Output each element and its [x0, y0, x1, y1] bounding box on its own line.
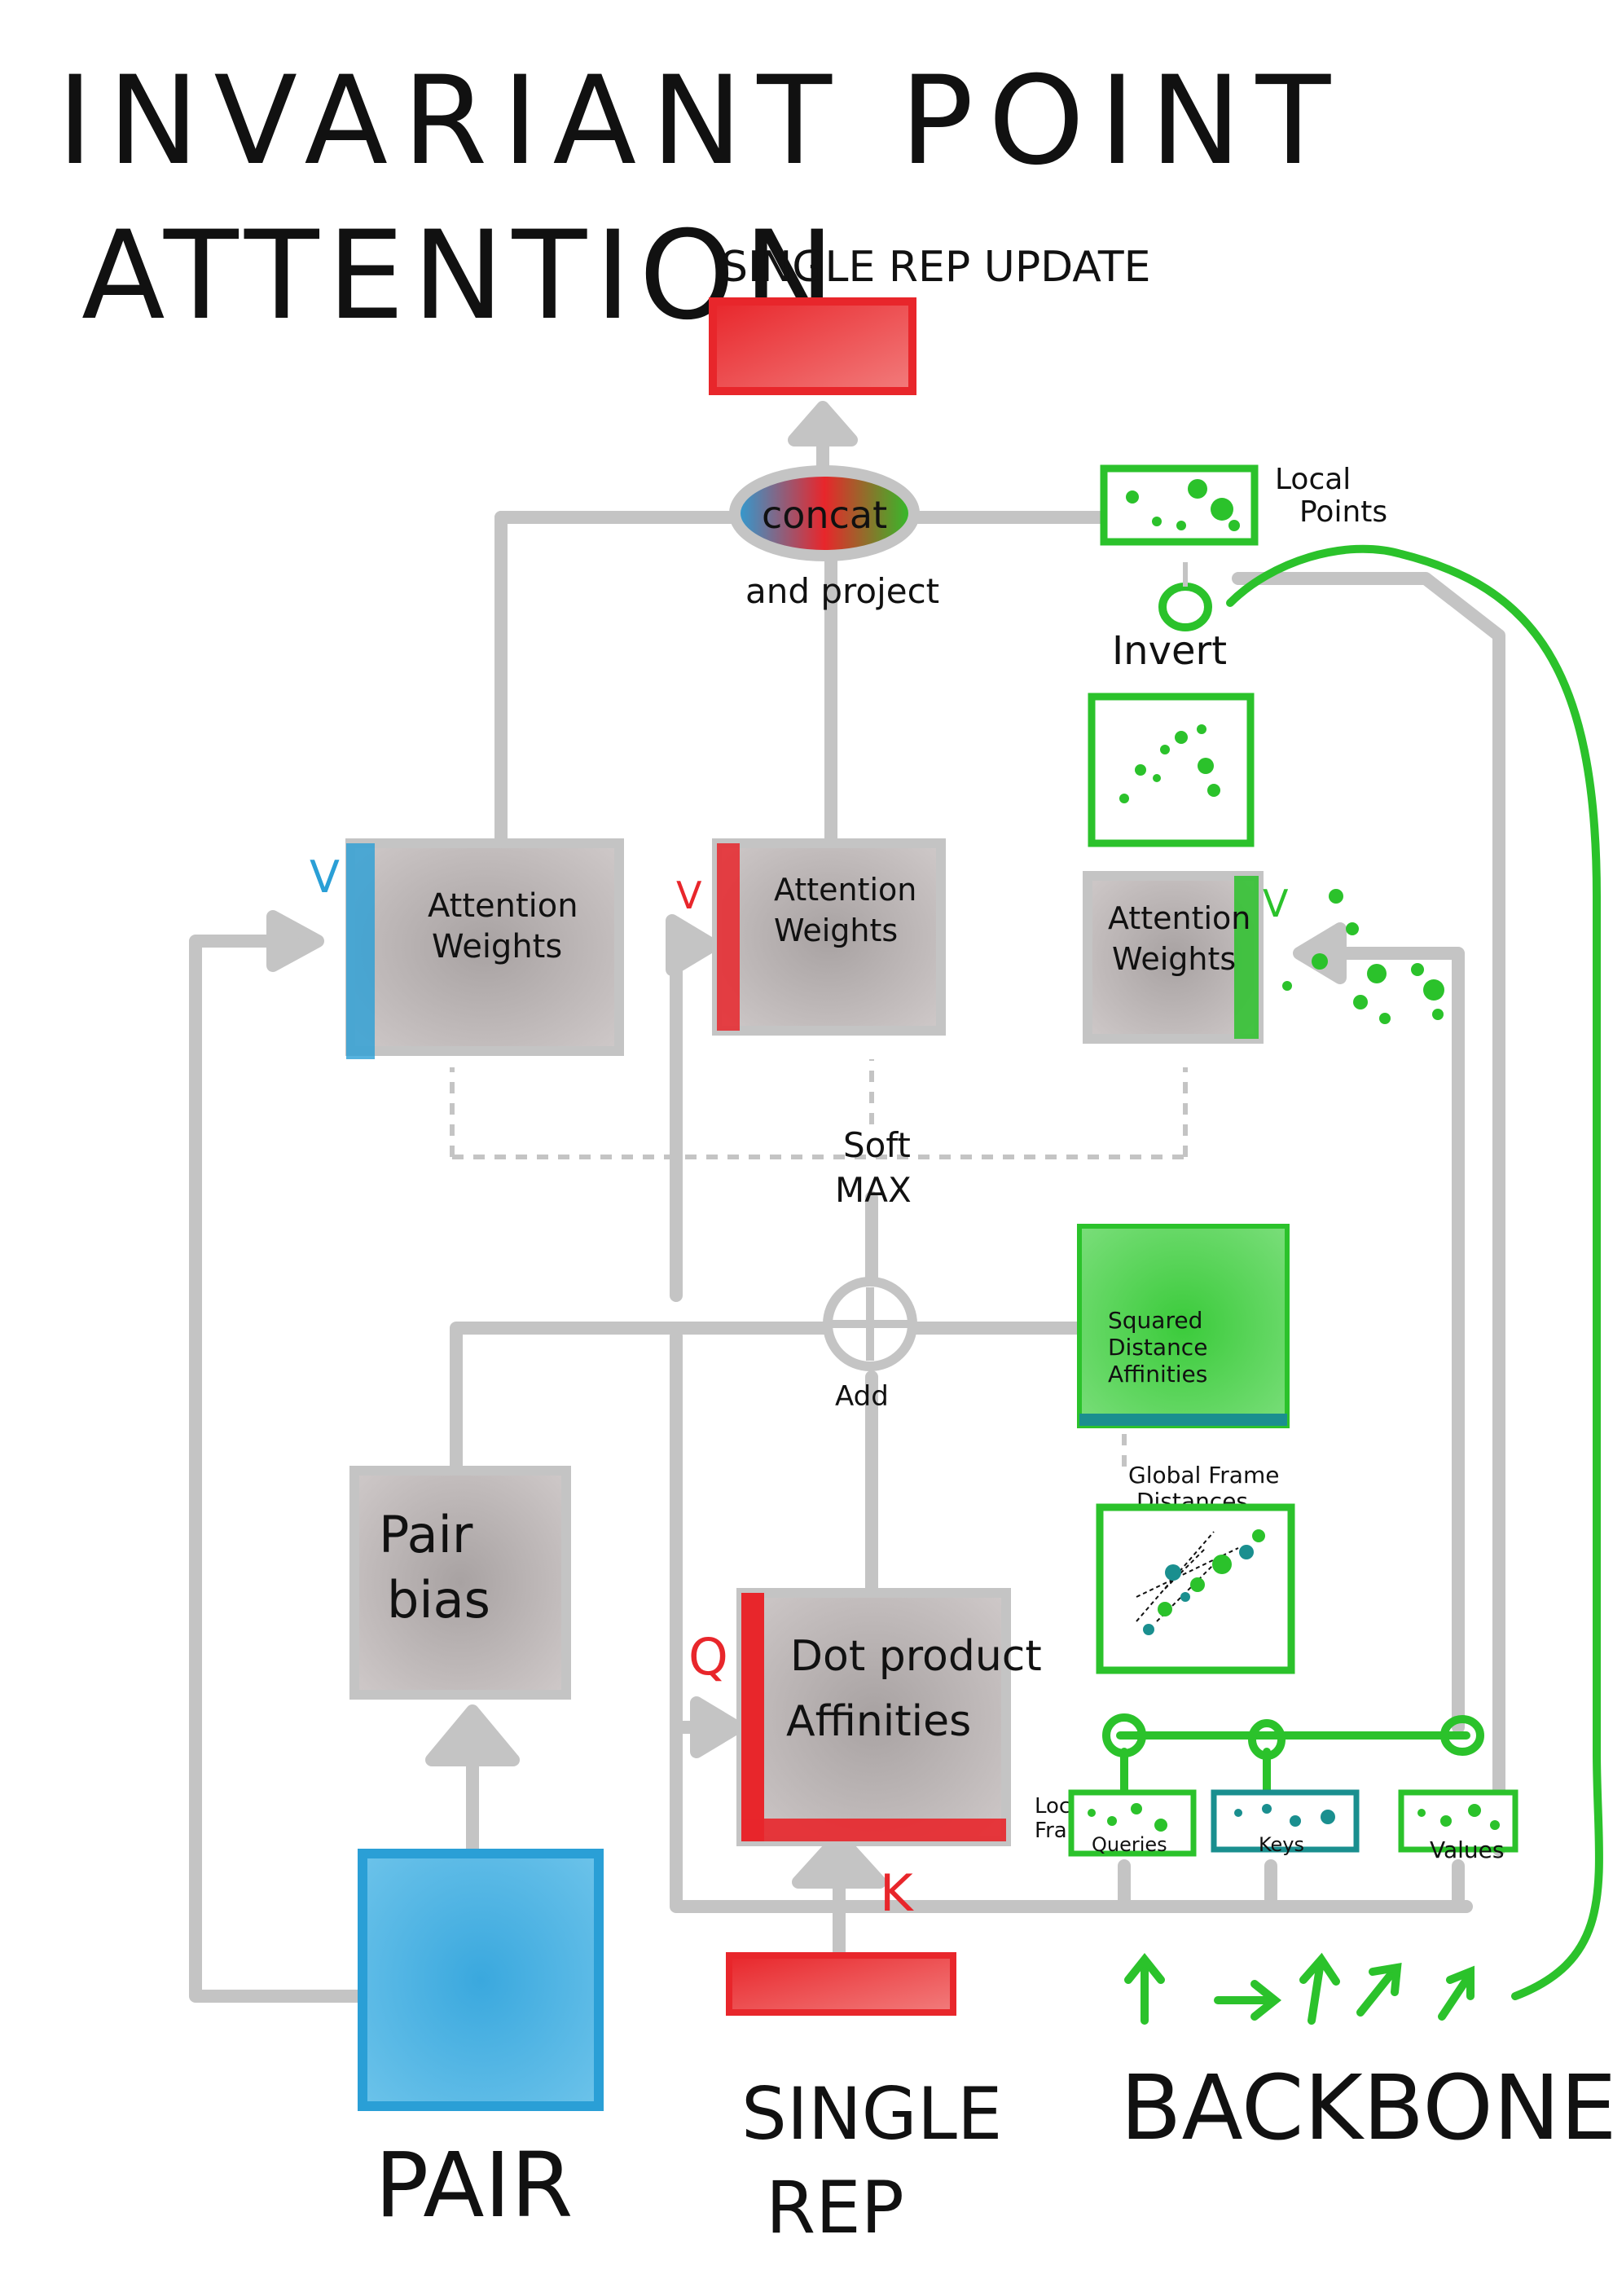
concat-label: concat	[762, 493, 887, 537]
attention-weights-pair-box	[345, 838, 624, 1056]
dot-product-node: Q K Dot product Affinities	[688, 1588, 1042, 1923]
squared-distance-node: Squared Distance Affinities	[1077, 1224, 1290, 1428]
attention-points-label-1: Attention	[1108, 900, 1250, 936]
pair-to-attn-left-arrow	[266, 910, 324, 972]
concat-project-node: concat and project	[729, 465, 939, 611]
pair-bias-node: Pair bias	[349, 1466, 571, 1700]
single-to-attn-mid-arrow	[666, 914, 719, 976]
v-green-label: V	[1263, 882, 1289, 926]
attention-weights-pair-v-bar	[346, 843, 375, 1059]
k-label: K	[880, 1863, 914, 1923]
project-label: and project	[745, 571, 939, 611]
add-node: Add	[823, 1277, 917, 1413]
v-blue-label: V	[310, 851, 340, 903]
pair-to-bias-arrow	[425, 1704, 520, 1766]
global-points-box	[1088, 693, 1255, 847]
pair-bias-label-2: bias	[387, 1570, 490, 1630]
values-to-attn-right-line	[1330, 947, 1465, 1734]
single-rep-input-node: SINGLE REP	[726, 1952, 1002, 2250]
diagram-title: INVARIANT POINT ATTENTION	[57, 51, 1345, 347]
add-plus	[833, 1287, 908, 1361]
invert-label: Invert	[1112, 628, 1227, 674]
qkv-group: Local Frame Queries Keys Values	[1035, 1789, 1519, 1863]
gray-connectors	[189, 401, 1505, 2003]
single-rep-input-box	[726, 1952, 956, 2016]
local-points-label-2: Points	[1299, 495, 1387, 529]
concat-to-update-arrow	[788, 401, 858, 446]
softmax-node: Soft MAX	[835, 1125, 912, 1210]
pair-input-node: PAIR	[358, 1849, 604, 2237]
backbone-frames	[1124, 1952, 1475, 2025]
dot-product-label-2: Affinities	[786, 1697, 971, 1746]
backbone-label: BACKBONE	[1120, 2056, 1613, 2160]
attention-weights-single-box	[712, 838, 946, 1036]
local-points-node: Local Points	[1100, 463, 1387, 546]
single-rep-to-dot-arrow	[792, 1831, 886, 1889]
single-rep-label-1: SINGLE	[741, 2072, 1002, 2156]
attention-weights-points-v-bar	[1234, 876, 1259, 1039]
concat-ellipse	[729, 465, 920, 561]
pair-input-box	[358, 1849, 604, 2111]
bottom-bus-line	[670, 1330, 1473, 1913]
softmax-label-2: MAX	[835, 1170, 912, 1210]
squared-distance-bottom-bar	[1079, 1414, 1287, 1426]
add-label: Add	[835, 1380, 889, 1413]
dot-product-q-bar	[741, 1593, 764, 1841]
invert-junction	[1158, 583, 1212, 631]
softmax-label-1: Soft	[843, 1125, 911, 1165]
backbone-to-local-points-curve	[1226, 544, 1603, 2000]
single-rep-label-2: REP	[766, 2166, 904, 2250]
attention-single-label-2: Weights	[774, 913, 898, 948]
values-label: Values	[1430, 1836, 1504, 1863]
q-arrow-head	[690, 1696, 744, 1758]
right-outer-line	[1232, 572, 1505, 1856]
single-rep-update-box	[709, 297, 916, 395]
attention-weights-points-node: V Attention Weights	[1083, 871, 1444, 1044]
attention-weights-points-box	[1083, 871, 1264, 1044]
global-points-node	[1088, 693, 1255, 847]
pair-label: PAIR	[375, 2133, 573, 2237]
dot-product-label-1: Dot product	[790, 1632, 1042, 1681]
global-frame-label-1: Global Frame	[1128, 1462, 1279, 1489]
q-label: Q	[688, 1627, 728, 1687]
attention-pair-label-1: Attention	[428, 887, 578, 925]
global-frame-distances-node: Global Frame Distances	[1096, 1462, 1295, 1674]
single-rep-update-node: SINGLE REP UPDATE	[709, 243, 1150, 395]
green-connectors	[1102, 544, 1603, 2000]
single-rep-update-label: SINGLE REP UPDATE	[721, 243, 1150, 292]
v-red-label: V	[676, 873, 702, 917]
dot-product-k-bar	[741, 1819, 1006, 1841]
pair-bias-box	[349, 1466, 571, 1700]
pair-to-attn-left-line	[189, 935, 365, 2003]
sqdist-label-3: Affinities	[1108, 1361, 1207, 1388]
queries-box	[1068, 1789, 1197, 1857]
title-line1: INVARIANT POINT	[57, 51, 1345, 192]
softmax-dashes	[450, 1059, 1188, 1467]
attention-weights-single-v-bar	[717, 843, 740, 1031]
value-junction	[1440, 1715, 1484, 1756]
pair-bias-to-add-line	[450, 1322, 837, 1473]
local-points-label-1: Local	[1275, 463, 1351, 496]
attention-single-label-1: Attention	[774, 872, 916, 908]
backbone-node: BACKBONE	[1120, 1952, 1613, 2160]
single-to-attn-mid-line	[670, 939, 707, 1302]
attention-points-label-2: Weights	[1112, 941, 1236, 977]
sqdist-label-1: Squared	[1108, 1307, 1202, 1334]
attention-weights-single-node: V Attention Weights	[676, 838, 946, 1036]
sqdist-label-2: Distance	[1108, 1334, 1207, 1361]
attention-weights-pair-node: V Attention Weights	[310, 838, 624, 1059]
keys-box	[1211, 1789, 1360, 1853]
keys-label: Keys	[1259, 1833, 1304, 1856]
pair-bias-label-1: Pair	[379, 1505, 473, 1564]
queries-label: Queries	[1092, 1833, 1167, 1856]
attention-pair-label-2: Weights	[432, 928, 562, 965]
